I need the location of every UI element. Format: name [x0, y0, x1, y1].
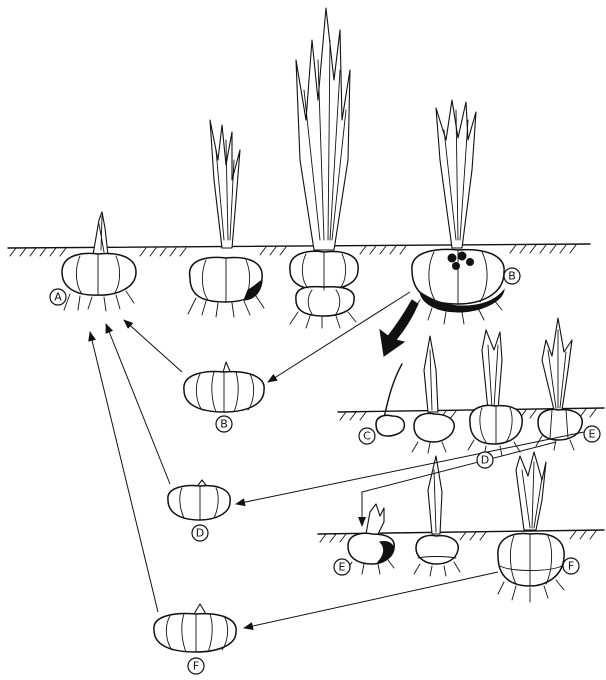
label-b-corm: B: [216, 416, 232, 432]
row3-plant-2: [414, 456, 460, 576]
svg-text:D: D: [481, 454, 489, 467]
plant-3: [290, 8, 358, 328]
label-e-row2: E: [334, 559, 350, 575]
label-b-field: B: [504, 268, 520, 284]
svg-text:D: D: [196, 527, 204, 540]
row2-plant-d: [468, 330, 522, 456]
label-e-row1: E: [584, 426, 600, 442]
corm-b-detached: [184, 362, 264, 412]
plant-2: [188, 120, 264, 317]
plant-a: [62, 212, 136, 311]
label-d-corm: D: [192, 525, 208, 541]
svg-text:E: E: [589, 428, 596, 441]
svg-text:B: B: [220, 418, 228, 431]
label-f-corm: F: [188, 658, 204, 674]
thick-curved-arrow: [380, 300, 418, 356]
row2-plant-e: [536, 318, 582, 450]
svg-text:B: B: [508, 270, 516, 283]
row2-plant-c: [376, 364, 404, 436]
svg-text:A: A: [54, 291, 62, 304]
label-f-row: F: [563, 558, 579, 574]
svg-text:F: F: [568, 560, 574, 573]
corm-d-detached: [168, 480, 230, 520]
corm-f-detached: [154, 604, 236, 652]
label-d-row: D: [477, 452, 493, 468]
row3-plant-f: [498, 452, 564, 602]
svg-text:E: E: [339, 561, 346, 574]
label-a-main: A: [50, 289, 66, 305]
plant-b: [412, 100, 504, 324]
svg-text:C: C: [363, 430, 371, 443]
svg-text:F: F: [193, 660, 199, 673]
row2-plant-2: [412, 336, 454, 453]
row3-plant-e: [346, 504, 394, 574]
label-c-row: C: [359, 428, 375, 444]
